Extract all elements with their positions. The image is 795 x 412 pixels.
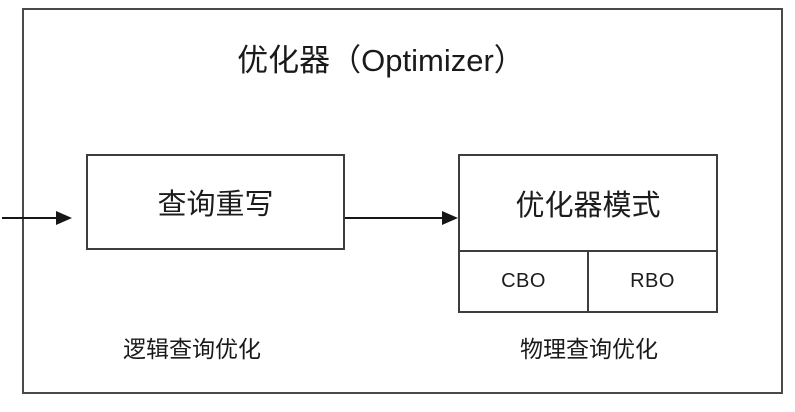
rbo-cell: RBO xyxy=(630,270,675,292)
query-rewrite-node: 查询重写 xyxy=(86,154,345,250)
entry-arrow-head-icon xyxy=(56,211,72,225)
optimizer-mode-subrow: CBO RBO xyxy=(460,252,716,311)
logical-optimization-caption: 逻辑查询优化 xyxy=(123,336,261,362)
entry-arrow-line xyxy=(2,217,56,219)
cbo-cell: CBO xyxy=(460,252,589,311)
optimizer-mode-label: 优化器模式 xyxy=(460,156,716,252)
diagram-title: 优化器（Optimizer） xyxy=(237,43,525,78)
physical-optimization-caption: 物理查询优化 xyxy=(520,336,658,362)
flow-arrow-line xyxy=(345,217,442,219)
flow-arrow-head-icon xyxy=(442,211,458,225)
optimizer-mode-node: 优化器模式 CBO RBO xyxy=(458,154,718,313)
